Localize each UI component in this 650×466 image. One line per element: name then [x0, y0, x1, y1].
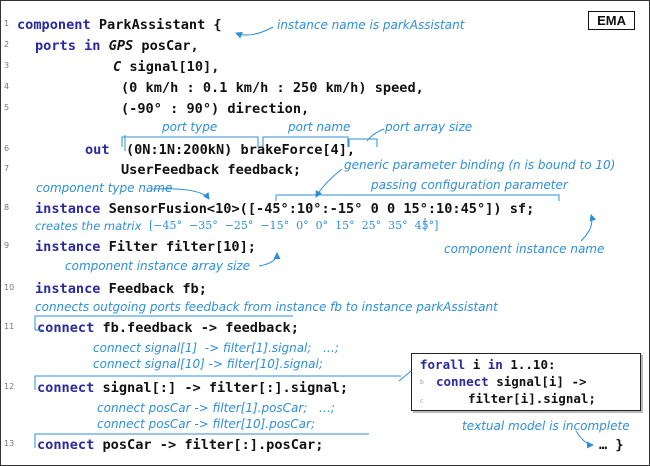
instance-name: sf; [509, 201, 535, 217]
connector: posCar -> filter[:].posCar; [102, 437, 324, 453]
annotation-connects-outgoing: connects outgoing ports feedback from in… [35, 300, 498, 314]
code-line-9: instance Filter filter[10]; [35, 238, 256, 256]
port-range: (0N:1N:200kN) [125, 142, 233, 158]
port-array-size: [4], [322, 142, 356, 158]
line-number: 9 [4, 241, 10, 250]
line-number: 1 [4, 19, 10, 28]
annotation-port-type: port type [162, 120, 218, 134]
annotation-component-instance-array-size: component instance array size [65, 259, 251, 273]
code-line-5: (-90° : 90°) direction, [121, 101, 310, 117]
keyword: connect [436, 374, 489, 389]
annotation-connect-signal-1: connect signal[1] -> filter[1].signal; …… [93, 341, 339, 355]
annotation-creates-matrix: creates the matrix [35, 219, 142, 233]
annotation-connect-poscar-10: connect posCar -> filter[10].posCar; [97, 417, 316, 431]
line-number: 11 [4, 322, 15, 331]
annotation-connect-signal-10: connect signal[10] -> filter[10].signal; [93, 357, 323, 371]
annotation-passing-config: passing configuration parameter [371, 178, 568, 192]
annotation-port-array-size: port array size [385, 120, 473, 134]
code-line-13: connect posCar -> filter[:].posCar; [37, 436, 323, 454]
ellipsis: … } [599, 437, 624, 453]
port-type: GPS [108, 38, 134, 54]
forall-box: a b c forall i in 1..10: connect signal[… [411, 353, 641, 411]
line-number: 6 [4, 144, 10, 153]
connector: signal[:] -> filter[:].signal; [102, 380, 349, 396]
line-number: 5 [4, 103, 10, 112]
keyword: instance [35, 201, 101, 217]
component-type: SensorFusion [108, 201, 207, 217]
line-number: 7 [4, 164, 10, 173]
connector: fb.feedback -> feedback; [102, 320, 299, 336]
keyword: connect [37, 380, 95, 396]
config-parameter: ([-45°:10°:-15° 0 0 15°:10:45°]) [239, 201, 502, 217]
code-line-12: connect signal[:] -> filter[:].signal; [37, 379, 348, 397]
annotation-generic-binding: generic parameter binding (n is bound to… [344, 158, 616, 172]
annotation-instance-name: instance name is parkAssistant [277, 18, 465, 32]
forall-line-3: filter[i].signal; [468, 391, 596, 406]
port-decl: posCar, [141, 38, 199, 54]
annotation-connect-poscar-1: connect posCar -> filter[1].posCar; …; [97, 401, 335, 415]
line-number: 2 [4, 40, 10, 49]
annotation-port-name: port name [288, 120, 351, 134]
port-name: brakeForce [240, 142, 323, 158]
keyword: connect [37, 437, 95, 453]
port-type: C [113, 59, 122, 75]
code-line-6: out (0N:1N:200kN) brakeForce[4], [85, 141, 355, 159]
annotation-matrix-values: [−45° −35° −25° −15° 0° 0° 15° 25° 35° 4… [149, 219, 439, 232]
instance-decl: Feedback fb; [108, 281, 207, 297]
keyword: in [84, 38, 101, 54]
code-line-10: instance Feedback fb; [35, 280, 207, 298]
keyword: forall [420, 357, 466, 372]
line-number: 13 [4, 439, 15, 448]
line-number: 10 [4, 283, 15, 292]
line-number: 3 [4, 61, 10, 70]
code-line-1: component ParkAssistant { [17, 16, 222, 34]
line-number: 4 [4, 82, 10, 91]
code-line-7: UserFeedback feedback; [121, 162, 302, 178]
code-line-2: ports in GPS posCar, [35, 37, 199, 55]
keyword: instance [35, 281, 101, 297]
annotation-textual-incomplete: textual model is incomplete [462, 419, 630, 433]
code-line-11: connect fb.feedback -> feedback; [37, 319, 299, 337]
port-decl: signal[10], [129, 59, 220, 75]
keyword: ports [35, 38, 76, 54]
generic-binding: <10> [206, 201, 240, 217]
annotation-component-instance-name: component instance name [444, 242, 605, 256]
ema-badge: EMA [588, 11, 635, 30]
forall-line-1: forall i in 1..10: [420, 357, 556, 372]
code-line-3: C signal[10], [113, 58, 219, 76]
keyword: instance [35, 239, 101, 255]
keyword: connect [37, 320, 95, 336]
keyword: component [17, 17, 91, 33]
component-name: ParkAssistant { [98, 17, 222, 33]
forall-line-2: connect signal[i] -> [436, 374, 587, 389]
keyword: in [487, 357, 503, 372]
line-number: 12 [4, 382, 15, 391]
code-line-4: (0 km/h : 0.1 km/h : 250 km/h) speed, [121, 80, 424, 96]
instance-decl: Filter filter[10]; [108, 239, 256, 255]
line-number: 8 [4, 203, 10, 212]
keyword: out [85, 142, 110, 158]
code-line-8: instance SensorFusion<10>([-45°:10°:-15°… [35, 200, 534, 218]
annotation-component-type-name: component type name [36, 181, 173, 195]
